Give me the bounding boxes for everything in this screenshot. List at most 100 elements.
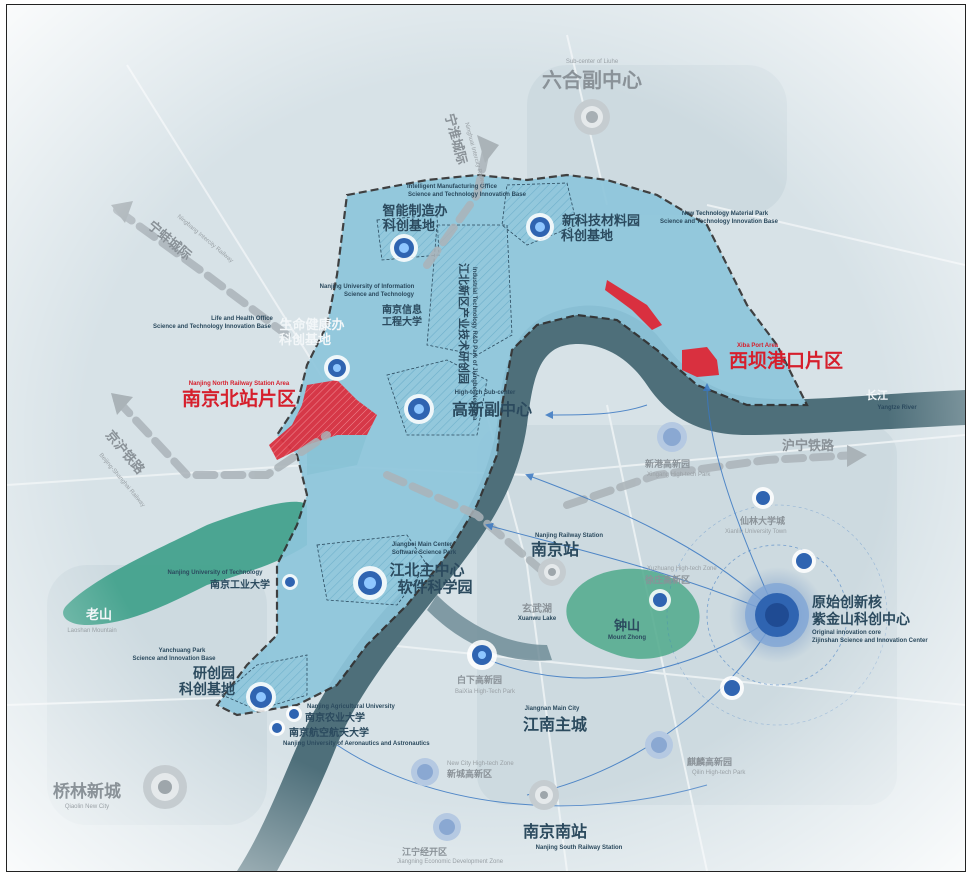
xuzhuang-en: Xuzhuang High-tech Zone [647,566,717,572]
nanjing-station-cn: 南京站 [531,540,579,559]
map-frame: Sub-center of Liuhe 六合副中心 桥林新城 Qiaolin N… [6,4,966,872]
newmaterial-en2: Science and Technology Innovation Base [660,219,779,225]
north-station-cn: 南京北站片区 [182,387,296,410]
node-gaoxin [404,394,434,424]
gaoxin-cn: 高新副中心 [452,400,532,419]
nanjing-station-en: Nanjing Railway Station [535,533,603,539]
xiba-en: Xiba Port Area [737,343,779,349]
gaoxin-en: High-tech Sub-center [455,390,516,396]
node-njtech [282,574,298,590]
jiangbei-en1: Jiangbei Main Center [392,542,453,548]
newmaterial-cn2: 科创基地 [561,228,613,243]
node-njau [286,706,302,722]
newmaterial-en1: New Technology Material Park [682,211,769,217]
njau-en: Nanjing Agricultural University [307,704,395,710]
yanchuang-en2: Science and Innovation Base [132,656,216,662]
qiaolin-en: Qiaolin New City [65,804,109,810]
changjiang-en: Yangtze River [877,405,917,411]
intelligent-cn2: 科创基地 [383,218,435,233]
node-newmaterial [526,213,554,241]
intelligent-en1: Intelligent Manufacturing Office [407,184,498,190]
intelligent-en2: Science and Technology Innovation Base [408,192,527,198]
newmaterial-cn1: 新科技材料园 [562,213,640,228]
jiangbei-cn1: 江北主中心 [389,561,464,579]
node-east1 [792,549,816,573]
jiangbei-en2: Software Science Park [392,550,457,556]
laoshan-cn: 老山 [85,607,112,622]
yanchuang-en1: Yanchuang Park [159,648,206,654]
changjiang-cn: 长江 [866,388,888,402]
lifehealth-en1: Life and Health Office [211,316,273,322]
jiangnan-cn: 江南主城 [523,715,587,734]
edge-fade [7,5,965,871]
qilin-cn: 麒麟高新园 [687,756,732,767]
node-yanchuang [246,682,276,712]
liuhe-en: Sub-center of Liuhe [566,59,619,65]
node-qilin [645,731,673,759]
core-cn2: 紫金山科创中心 [812,611,910,627]
core-node [729,567,825,663]
laoshan-en: Laoshan Mountain [67,628,116,634]
nuist-en2: Science and Technology [344,292,415,298]
node-nuaa [269,720,285,736]
liuhe-marker [574,99,610,135]
njau-cn: 南京农业大学 [305,711,365,724]
node-xianlin [752,487,774,509]
xuanwu-cn: 玄武湖 [522,602,552,615]
node-east2 [720,676,744,700]
node-intelligent [390,234,418,262]
nuist-cn2: 工程大学 [382,315,422,328]
jiangning-en: Jiangning Economic Development Zone [397,859,504,865]
xingang-en: Xingang High-tech Park [647,472,711,478]
xiba-cn: 西坝港口片区 [729,349,843,372]
xianlin-cn: 仙林大学城 [740,515,785,526]
qiaolin-cn: 桥林新城 [53,781,121,801]
liuhe-cn: 六合副中心 [542,68,642,92]
baixia-en: BaiXia High-Tech Park [455,689,516,695]
lifehealth-en2: Science and Technology Innovation Base [153,324,272,330]
lifehealth-cn2: 科创基地 [279,332,331,347]
node-xingang [657,422,687,452]
nanjing-station-marker [538,558,566,586]
map-canvas: Sub-center of Liuhe 六合副中心 桥林新城 Qiaolin N… [7,5,965,871]
jiangbei-newarea-cn: 江北新区产业技术研创园 [457,263,471,384]
qilin-en: Qilin High-tech Park [692,770,746,776]
xuanwu-en: Xuanwu Lake [518,616,557,622]
nuaa-cn: 南京航空航天大学 [289,726,369,739]
qiaolin-marker [143,765,187,809]
intelligent-cn1: 智能制造办 [382,203,447,218]
core-cn1: 原始创新核 [812,594,882,610]
nuist-en1: Nanjing University of Information [320,284,415,290]
jiangbei-cn2: 软件科学园 [397,578,472,596]
jiangning-cn: 江宁经开区 [402,846,447,857]
huning-cn: 沪宁铁路 [782,438,835,453]
core-en2: Zijinshan Science and Innovation Center [812,638,928,644]
newcity-cn: 新城高新区 [447,768,492,779]
node-lifehealth [324,355,350,381]
nuaa-en: Nanjing University of Aeronautics and As… [283,741,430,747]
yanchuang-cn1: 研创园 [193,665,235,681]
njtech-en: Nanjing University of Technology [168,570,264,576]
xingang-cn: 新港高新园 [645,458,690,469]
njtech-cn: 南京工业大学 [210,578,270,591]
node-baixia [467,640,497,670]
newcity-en: New City High-tech Zone [447,761,514,767]
jiangbei-newarea-en: Industrial Technology R&D Park of Jiangb… [471,267,477,421]
nanjing-south-marker [529,780,559,810]
yanchuang-cn2: 科创基地 [179,681,235,697]
node-xuzhuang [649,589,671,611]
core-en1: Original innovation core [812,630,882,636]
nuist-cn1: 南京信息 [382,303,422,316]
zhongshan-cn: 钟山 [614,618,640,633]
blue-nodes [246,213,816,841]
xuzhuang-cn: 徐庄高新区 [644,574,690,585]
jiangnan-en: Jiangnan Main City [525,706,580,712]
baixia-cn: 白下高新园 [457,674,502,685]
lifehealth-cn1: 生命健康办 [279,317,344,332]
nanjing-south-en: Nanjing South Railway Station [536,845,623,851]
nanjing-south-cn: 南京南站 [523,822,587,841]
north-station-en: Nanjing North Railway Station Area [189,381,290,387]
node-newcity [411,758,439,786]
node-jiangbei [353,566,387,600]
xianlin-en: Xianlin University Town [725,529,787,535]
